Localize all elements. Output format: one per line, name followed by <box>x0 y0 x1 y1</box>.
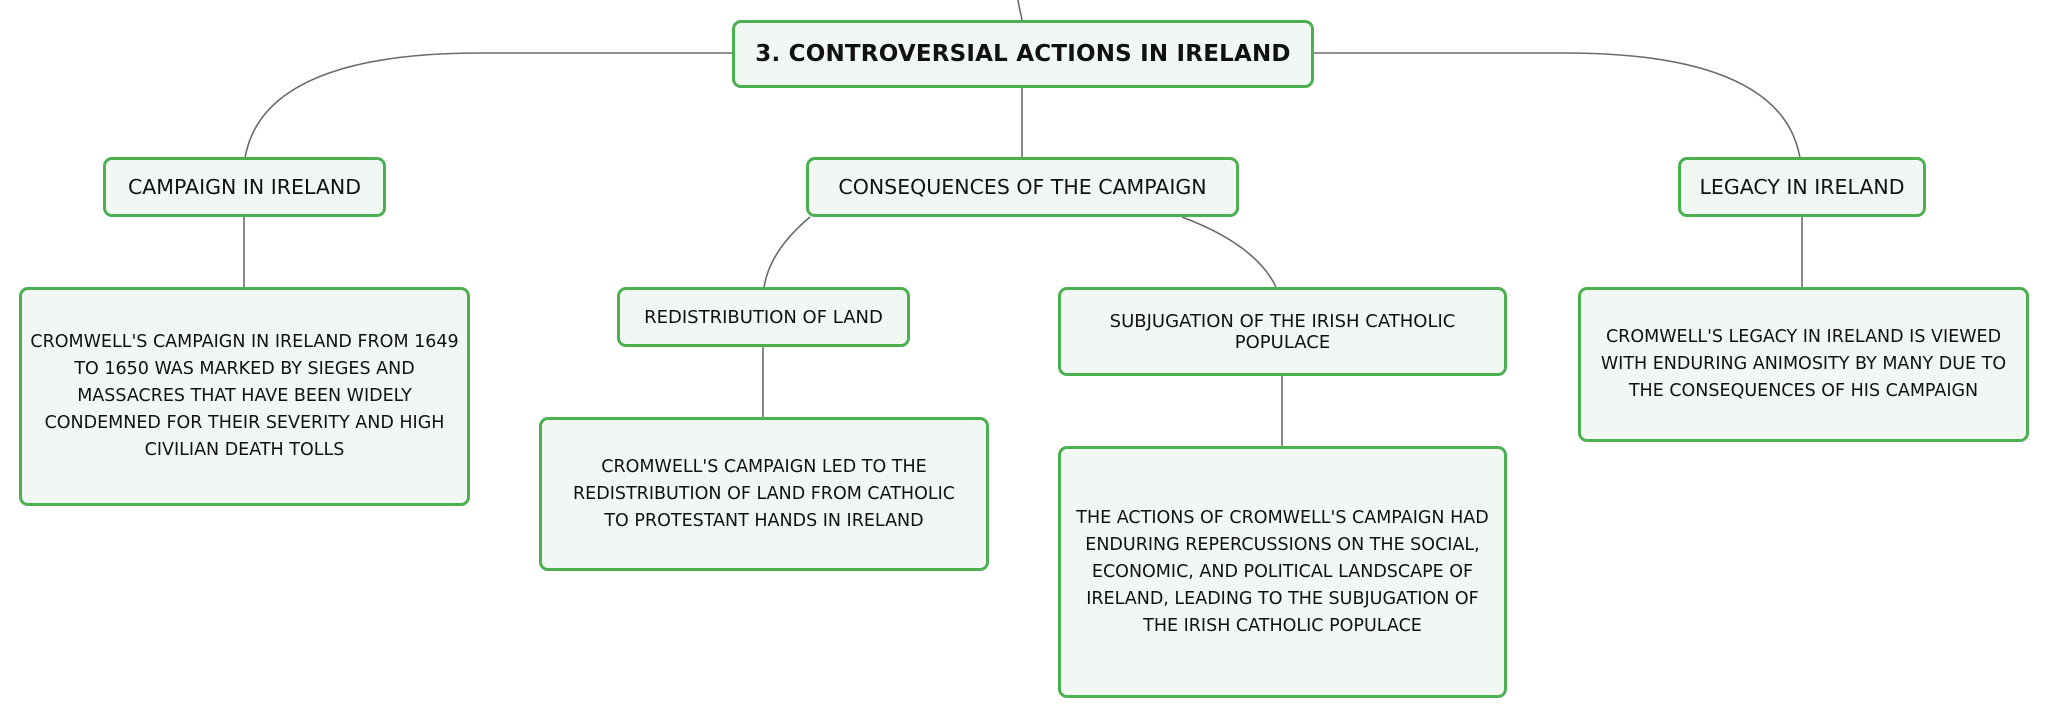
campaign-detail-node[interactable]: CROMWELL'S CAMPAIGN IN IRELAND FROM 1649… <box>19 287 470 506</box>
connector-parent-to-root <box>1017 0 1023 21</box>
connector-root-to-legacy <box>1313 52 1801 159</box>
root-title: 3. CONTROVERSIAL ACTIONS IN IRELAND <box>755 41 1291 67</box>
subjugation-detail-node[interactable]: THE ACTIONS OF CROMWELL'S CAMPAIGN HAD E… <box>1058 446 1507 698</box>
connector-root-to-campaign <box>244 52 732 159</box>
campaign-title: CAMPAIGN IN IRELAND <box>127 175 362 199</box>
legacy-title: LEGACY IN IRELAND <box>1699 175 1905 199</box>
campaign-detail-text: CROMWELL'S CAMPAIGN IN IRELAND FROM 1649… <box>30 332 459 460</box>
root-node[interactable]: 3. CONTROVERSIAL ACTIONS IN IRELAND <box>732 20 1314 88</box>
campaign-node[interactable]: CAMPAIGN IN IRELAND <box>103 157 386 217</box>
subjugation-title: SUBJUGATION OF THE IRISH CATHOLIC POPULA… <box>1109 310 1456 353</box>
subjugation-detail-text: THE ACTIONS OF CROMWELL'S CAMPAIGN HAD E… <box>1076 507 1489 636</box>
legacy-detail-text: CROMWELL'S LEGACY IN IRELAND IS VIEWED W… <box>1600 327 2007 401</box>
consequences-title: CONSEQUENCES OF THE CAMPAIGN <box>838 175 1207 199</box>
connector-consequences-to-land <box>763 216 811 288</box>
connector-consequences-to-subjugation <box>1181 216 1277 288</box>
land-title: REDISTRIBUTION OF LAND <box>644 306 883 328</box>
consequences-node[interactable]: CONSEQUENCES OF THE CAMPAIGN <box>806 157 1239 217</box>
land-node[interactable]: REDISTRIBUTION OF LAND <box>617 287 910 347</box>
land-detail-text: CROMWELL'S CAMPAIGN LED TO THE REDISTRIB… <box>573 456 955 531</box>
land-detail-node[interactable]: CROMWELL'S CAMPAIGN LED TO THE REDISTRIB… <box>539 417 989 571</box>
legacy-detail-node[interactable]: CROMWELL'S LEGACY IN IRELAND IS VIEWED W… <box>1578 287 2029 442</box>
legacy-node[interactable]: LEGACY IN IRELAND <box>1678 157 1926 217</box>
subjugation-node[interactable]: SUBJUGATION OF THE IRISH CATHOLIC POPULA… <box>1058 287 1507 376</box>
